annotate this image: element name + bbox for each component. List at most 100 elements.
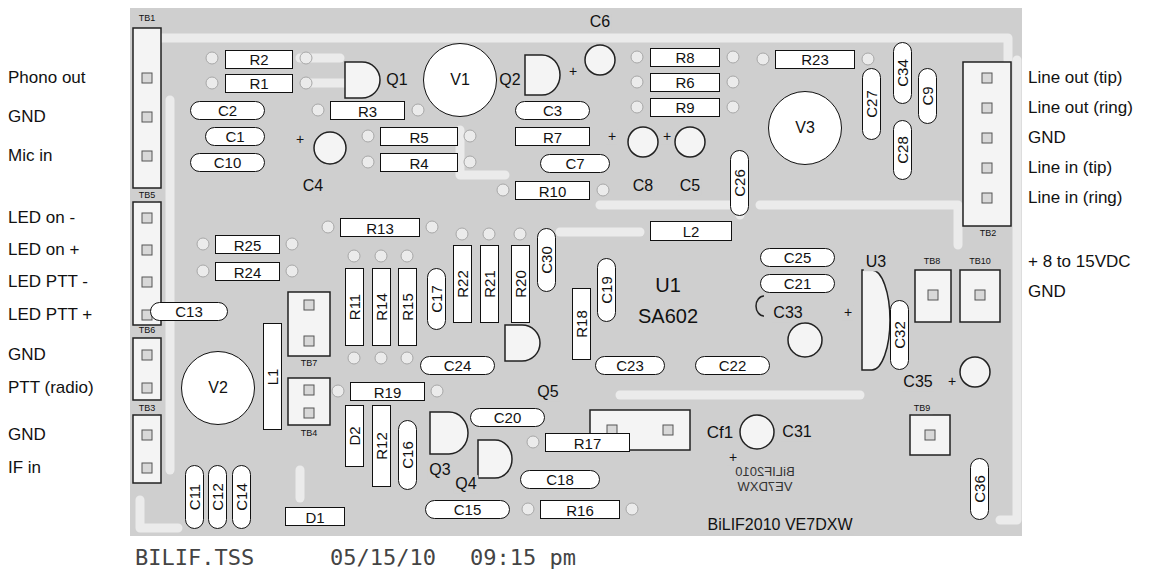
part-label: +: [567, 64, 579, 79]
part-label: +: [946, 374, 958, 389]
part-designator: R18: [574, 310, 589, 338]
component-outline: R16: [540, 500, 620, 519]
part-designator: C9: [920, 86, 935, 105]
component-outline: R18: [572, 288, 591, 360]
trace: [140, 500, 178, 528]
capacitor-outline: C3: [515, 101, 590, 120]
capacitor-outline: C22: [695, 356, 770, 375]
capacitor-outline: C30: [537, 228, 556, 292]
terminal-block: [960, 270, 1000, 322]
part-designator: R4: [409, 155, 428, 170]
part-label: TB9: [912, 404, 933, 414]
component-outline: R9: [650, 98, 720, 117]
part-designator: R13: [366, 220, 394, 235]
part-designator: C18: [546, 472, 574, 487]
electrolytic-capacitor: [585, 45, 615, 75]
part-designator: C14: [234, 483, 249, 511]
board: [130, 8, 1022, 536]
part-designator: L2: [683, 224, 700, 239]
component-outline: R13: [340, 218, 420, 237]
capacitor-outline: C17: [427, 268, 446, 330]
part-designator: V2: [208, 380, 228, 396]
terminal-label: Line in (tip): [1028, 159, 1112, 178]
component-outline: R20: [511, 245, 530, 323]
part-label: C8: [631, 177, 655, 195]
capacitor-outline: C21: [760, 274, 835, 293]
part-label: BiLIF2010 VE7DXW: [706, 516, 855, 534]
part-label: +: [606, 129, 618, 144]
electrolytic-capacitor: [675, 127, 705, 157]
part-label: U1: [653, 274, 683, 296]
terminal-blocks: [133, 28, 1011, 483]
capacitor-outline: C15: [425, 500, 510, 519]
electrolytic-capacitor: [960, 357, 990, 387]
component-outline: R8: [650, 48, 720, 67]
electrolytic-capacitor: [788, 323, 822, 357]
part-designator: R25: [234, 237, 262, 252]
capacitor-outline: C18: [520, 470, 600, 489]
terminal-label: LED PTT -: [8, 273, 88, 292]
terminal-label: Phono out: [8, 69, 86, 88]
part-label: TB5: [137, 191, 158, 201]
part-label: +: [842, 305, 854, 320]
part-designator: C1: [225, 129, 244, 144]
capacitor-outline: C27: [862, 68, 881, 140]
part-designator: C16: [400, 441, 415, 469]
part-label: Q2: [497, 71, 522, 89]
part-designator: R15: [400, 293, 415, 321]
terminal-block: [133, 28, 161, 188]
capacitor-outline: C13: [150, 302, 228, 321]
part-designator: R7: [543, 129, 562, 144]
part-label: Q5: [535, 383, 560, 401]
component-outline: R7: [515, 127, 590, 146]
terminal-label: GND: [8, 346, 46, 365]
terminal-label: LED on -: [8, 209, 75, 228]
component-outline: R11: [345, 268, 364, 346]
component-outline: R19: [350, 382, 425, 401]
component-outline: R24: [215, 262, 280, 281]
part-designator: D1: [305, 509, 324, 524]
capacitor-outline: C12: [208, 465, 227, 529]
capacitor-outline: C10: [190, 153, 265, 172]
component-outline: L2: [650, 221, 732, 241]
capacitor-outline: C23: [595, 356, 665, 375]
component-outline: D1: [285, 507, 345, 526]
component-outline: D2: [345, 405, 364, 467]
capacitor-outline: C2: [190, 101, 265, 120]
capacitor-outline: C34: [893, 42, 912, 104]
capacitor-outline: C9: [918, 68, 937, 124]
terminal-block: [133, 415, 161, 483]
part-label: C31: [780, 423, 813, 441]
terminal-block: [915, 270, 951, 322]
part-designator: C26: [732, 169, 747, 197]
capacitor-outline: C25: [760, 248, 835, 267]
transistor-outline: [505, 325, 540, 361]
part-designator: C32: [892, 321, 907, 349]
part-label: Q3: [427, 461, 452, 479]
tube-outline: V3: [768, 91, 842, 165]
part-designator: C7: [565, 156, 584, 171]
part-label: Cf1: [705, 424, 735, 443]
component-outline: R25: [215, 235, 280, 254]
transistor-outline: [345, 62, 380, 98]
terminal-label: Line in (ring): [1028, 189, 1123, 208]
part-designator: C20: [494, 410, 522, 425]
part-designator: R21: [482, 270, 497, 298]
trace: [166, 100, 175, 470]
terminal-label: LED PTT +: [8, 306, 92, 325]
filter-pin: [663, 425, 673, 435]
part-designator: R16: [566, 502, 594, 517]
trace: [296, 470, 305, 498]
part-designator: C19: [599, 276, 614, 304]
part-designator: R24: [234, 264, 262, 279]
component-outline: R14: [372, 268, 391, 346]
part-label: TB7: [299, 359, 320, 369]
transistor-outline: [525, 55, 560, 95]
part-designator: R17: [574, 435, 602, 450]
part-designator: R2: [249, 52, 268, 67]
terminal-label: Mic in: [8, 147, 52, 166]
terminal-label: + 8 to 15VDC: [1028, 253, 1131, 272]
capacitor-outline: C24: [420, 356, 495, 375]
capacitor-outline: C19: [597, 258, 616, 322]
